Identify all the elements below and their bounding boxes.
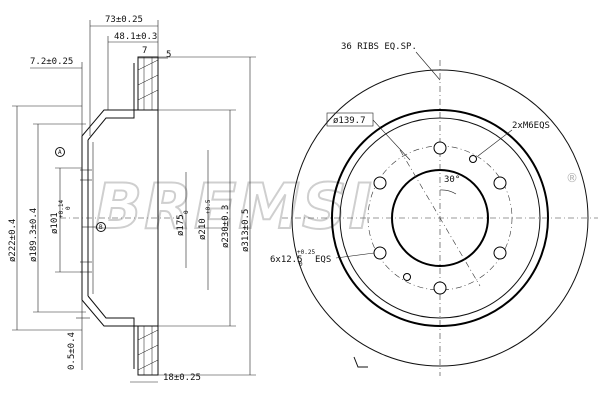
dim-222: ø222±0.4 [8,219,18,262]
front-view: 36 RIBS EQ.SP. ø139.7 2xM6EQS 30° 6x12.5… [270,42,598,376]
angle-arc [439,189,457,195]
label-angle: 30° [444,175,460,185]
dim-210-tol: +0.5 [205,199,212,214]
left-diameter-dimensions: ø222±0.4 ø189.3±0.4 ø101 +0.14 0 A B [8,105,106,331]
label-bolts-tol-lo: 0 [299,261,303,268]
bolt-hole [493,246,507,260]
ribs-leader [415,51,441,81]
hatch-line [137,359,159,371]
bolt-holes [373,141,507,295]
label-bolts-tol-hi: +0.25 [297,249,315,256]
watermark-registered: ® [566,171,578,185]
dim-101-tol-lo: 0 [65,206,72,210]
angle-axis [399,149,481,287]
threads-leader [477,129,513,157]
hatch-line [137,344,159,356]
dim-right-face: 5 [166,50,171,60]
hatch-line [137,329,159,341]
hatch-line [137,74,159,86]
thread-hole [403,273,411,281]
marker-a-circle [55,147,65,157]
vent-hatching [137,56,159,376]
side-view: 73±0.25 48.1±0.3 7 5 7.2±0.25 18±0.25 0.… [8,15,256,383]
section-mark [353,356,368,368]
dim-230: ø230±0.3 [221,205,231,248]
dim-101: ø101 [50,212,60,234]
dim-left-face: 7.2±0.25 [30,57,73,67]
dim-disc-thickness: 18±0.25 [163,373,201,383]
label-bolts-eqs: EQS [315,255,331,265]
pcd-box [326,112,374,127]
dim-175-tol: 0 [183,210,190,214]
top-dimensions: 73±0.25 48.1±0.3 7 5 7.2±0.25 [30,15,171,136]
dim-175: ø175 [176,214,186,236]
bolt-hole [433,141,447,155]
brand-watermark: BREMSI ® [94,169,578,244]
label-threads: 2xM6EQS [512,121,550,131]
bolts-leader [335,252,375,259]
upper-ring [137,56,159,111]
lower-ring [137,325,159,376]
watermark-text: BREMSI [95,170,374,243]
hatch-line [137,59,159,71]
right-diameter-dimensions: ø175 0 ø210 +0.5 ø230±0.3 ø313±0.5 [158,56,256,376]
label-bolts: 6x12.5 [270,255,303,265]
bolt-hole [373,246,387,260]
label-pcd: ø139.7 [333,116,366,126]
dim-101-tol: +0.14 [58,200,65,218]
dim-runout: 0.5±0.4 [67,332,77,370]
bolt-hole [433,281,447,295]
label-ribs: 36 RIBS EQ.SP. [341,42,417,52]
dim-hat-depth: 48.1±0.3 [114,32,157,42]
bottom-dimensions: 18±0.25 0.5±0.4 [67,300,201,383]
dim-313: ø313±0.5 [241,209,251,252]
hatch-line [137,89,159,101]
bolt-hole [373,176,387,190]
marker-b-circle [96,222,106,232]
marker-b: B [99,224,103,231]
dim-210: ø210 [198,218,208,240]
thread-hole [469,155,477,163]
dim-overall-width: 73±0.25 [105,15,143,25]
dim-189: ø189.3±0.4 [29,208,39,262]
bolt-hole [493,176,507,190]
marker-a: A [58,149,62,156]
dim-vent-gap: 7 [142,46,147,56]
pcd-leader [372,119,411,161]
